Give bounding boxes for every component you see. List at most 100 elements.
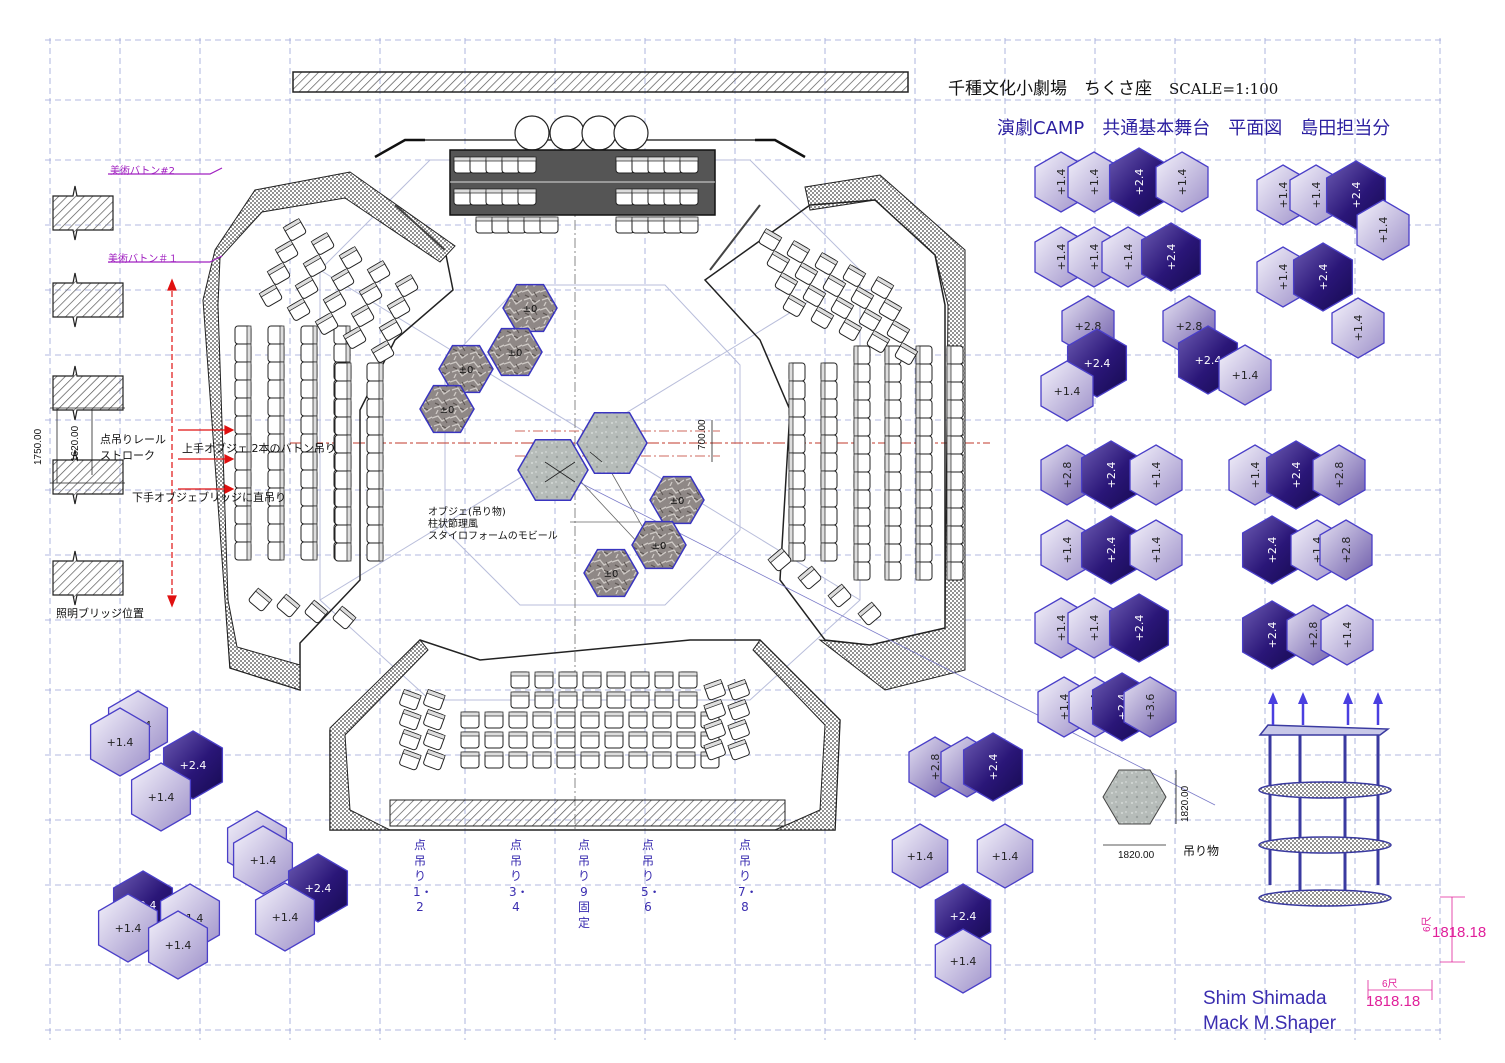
platform-hex-label: +2.4 [950, 910, 977, 923]
platform-hex [1129, 444, 1183, 506]
platform-hex-label: +2.8 [1307, 622, 1320, 649]
platform-hex-label: +1.4 [107, 736, 134, 749]
dim-1620: 1620.00 [70, 425, 81, 462]
platform-hex-label: +1.4 [1055, 169, 1068, 196]
platform-hex-label: +3.6 [1144, 694, 1157, 721]
platform-hex-label: +1.4 [1277, 182, 1290, 209]
dim-700-lines [515, 420, 720, 462]
batten-block [52, 550, 124, 606]
platform-hex [1312, 444, 1366, 506]
hanging-object-sample [1102, 769, 1177, 846]
platform-hex-label: +1.4 [1249, 462, 1262, 489]
platform-hex-label: +2.4 [1350, 182, 1363, 209]
platform-hex-label: +1.4 [1377, 217, 1390, 244]
hex-cluster: +2.8+2.4+1.4 [1040, 440, 1183, 510]
platform-hex-label: +2.4 [1133, 615, 1146, 642]
hex-cluster: +1.4 +1.4 +2.4 [1034, 593, 1170, 663]
point-hanging-7-8: 点吊り7・8 [738, 838, 758, 914]
batten-block [52, 449, 124, 505]
platform-hex-label: +1.4 [1088, 615, 1101, 642]
rail-note-1: 点吊りレール [100, 433, 166, 446]
platform-hex-label: +1.4 [115, 922, 142, 935]
platform-hex-clusters: +1.4+1.4+2.4+1.4+1.4+1.4+1.4+2.4+1.4+1.4… [89, 147, 1410, 994]
platform-hex-label: +2.8 [1061, 462, 1074, 489]
hex-cluster: +1.4 +1.4 +2.4 +1.4 [1256, 160, 1410, 261]
platform-hex-label: +2.4 [1266, 622, 1279, 649]
credit-2: Mack M.Shaper [1203, 1013, 1337, 1034]
lighting-bridge-note: 照明ブリッジ位置 [56, 607, 144, 620]
platform-hex-label: +2.4 [1290, 462, 1303, 489]
hex-cluster: +2.8+2.4+1.4 [1040, 295, 1128, 422]
platform-hex-label: +2.8 [1333, 462, 1346, 489]
platform-hex [1108, 593, 1170, 663]
platform-hex-label: +2.4 [1133, 169, 1146, 196]
hanging-dim-w: 1820.00 [1118, 850, 1155, 861]
platform-hex-label: +1.4 [1150, 462, 1163, 489]
platform-hex-label: +1.4 [1061, 537, 1074, 564]
hanging-object-label: 吊り物 [1183, 844, 1220, 858]
platform-hex-label: +2.4 [1165, 244, 1178, 271]
dim-1750: 1750.00 [33, 428, 44, 465]
platform-hex-label: +1.4 [1341, 622, 1354, 649]
platform-hex-label: +1.4 [272, 911, 299, 924]
drawing-subtitle: 演劇CAMP 共通基本舞台 平面図 島田担当分 [997, 118, 1391, 139]
seating-block-right [703, 174, 966, 691]
hex-cluster: +1.4+1.4+2.4+3.6 [1037, 672, 1177, 742]
platform-hex-label: +1.4 [1055, 615, 1068, 642]
platform-hex [1155, 151, 1209, 213]
platform-hex-label: +1.4 [1088, 244, 1101, 271]
point-hanging-1-2: 点吊り1・2 [413, 838, 433, 914]
platform-hex-label: +1.4 [1352, 315, 1365, 342]
lower-object-note: 下手オブジェブリッジに直吊り [132, 491, 286, 504]
hex-cluster: +2.4+1.4+1.4+1.4 [97, 870, 221, 980]
batten-label-2: 美術バトン#2 [110, 166, 176, 177]
platform-hex-label: +1.4 [165, 939, 192, 952]
platform-hex-label: +2.8 [1340, 537, 1353, 564]
hex-cluster: +2.4 +2.8 +1.4 [1241, 600, 1374, 670]
rail-note-2: ストローク [100, 449, 155, 462]
platform-hex-label: +1.4 [992, 850, 1019, 863]
batten-block [52, 272, 124, 328]
hex-cluster: +1.4+1.4+2.4+1.4 [1034, 147, 1209, 217]
batten-label-1: 美術バトン＃１ [108, 254, 179, 265]
seating-block-left [202, 171, 456, 692]
hex-cluster: +1.4+1.4+2.4+1.4 [891, 823, 1034, 994]
left-dimension-lines [50, 407, 125, 484]
platform-hex [1320, 604, 1374, 666]
platform-hex-label: +2.4 [1105, 537, 1118, 564]
hanging-dim-h: 1820.00 [1180, 785, 1191, 822]
tower-value-a: 1818.18 [1432, 924, 1487, 941]
platform-hex [934, 928, 992, 994]
platform-hex-label: +1.4 [1176, 169, 1189, 196]
object-note-2: 柱状節理風 [428, 519, 478, 530]
platform-hex [254, 882, 316, 952]
platform-hex [97, 893, 159, 963]
platform-hex [1218, 344, 1272, 406]
platform-hex-label: +1.4 [1310, 182, 1323, 209]
platform-hex [130, 762, 192, 832]
batten-block [52, 185, 114, 241]
platform-hex-label: +1.4 [1150, 537, 1163, 564]
platform-hex [1040, 360, 1094, 422]
scale-label: SCALE=1:100 [1169, 80, 1279, 98]
theatre-title: 千種文化小劇場 ちくさ座 SCALE=1:100 [948, 74, 1278, 99]
platform-hex [147, 910, 209, 980]
platform-hex-label: +1.4 [1122, 244, 1135, 271]
stone-hex-label: ±0 [508, 348, 523, 359]
hex-cluster: +2.8+3.6+2.4 [908, 732, 1024, 802]
tower-unit-b: 6尺 [1382, 979, 1398, 990]
platform-hex-label: +1.4 [1277, 264, 1290, 291]
hex-cluster: +1.4 +2.4 +2.8 [1228, 440, 1366, 510]
platform-hex-label: +2.8 [1176, 320, 1203, 333]
platform-hex [1123, 676, 1177, 738]
tower-dimension-lines [1367, 896, 1465, 1000]
hex-cluster: +2.8+2.4+1.4 [1162, 295, 1272, 406]
object-note-3: スタイロフォームのモビール [428, 531, 558, 542]
platform-hex-label: +1.4 [1232, 369, 1259, 382]
platform-hex-label: +2.8 [929, 754, 942, 781]
stone-hex [583, 548, 639, 598]
batten-block [52, 365, 124, 421]
batten-label-arrows [108, 167, 223, 263]
stone-hex [487, 327, 543, 377]
